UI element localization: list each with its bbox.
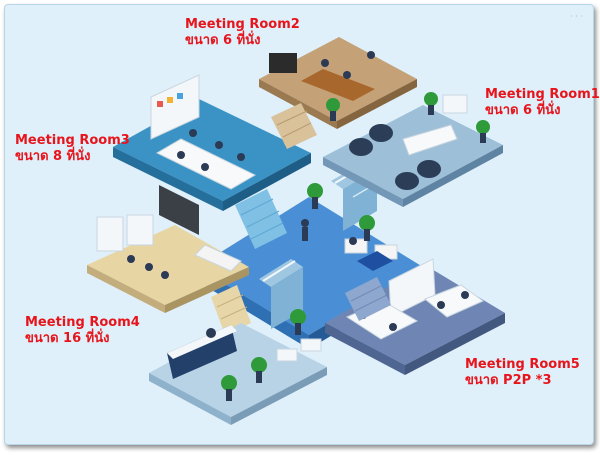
room3-floor (113, 74, 311, 211)
isometric-office-diagram (87, 37, 505, 425)
room5-name: Meeting Room5 (465, 357, 580, 372)
plant-icon (307, 183, 323, 209)
plant-icon (221, 375, 237, 401)
room4-capacity: ขนาด 16 ที่นั่ง (25, 331, 110, 346)
watermark: · · · (570, 12, 583, 21)
room2-name: Meeting Room2 (185, 17, 300, 32)
room3-capacity: ขนาด 8 ที่นั่ง (15, 149, 91, 164)
room1-name: Meeting Room1 (485, 87, 600, 102)
room5-label: Meeting Room5 ขนาด P2P *3 (465, 357, 580, 389)
room5-capacity: ขนาด P2P *3 (465, 373, 552, 388)
plant-icon (476, 120, 490, 143)
stairs-room4 (211, 285, 251, 335)
room4-label: Meeting Room4 ขนาด 16 ที่นั่ง (25, 315, 140, 347)
room1-label: Meeting Room1 ขนาด 6 ที่นั่ง (485, 87, 600, 119)
room4-floor (87, 185, 249, 313)
stairs-room3 (235, 189, 287, 249)
room1-floor (323, 94, 503, 207)
room2-capacity: ขนาด 6 ที่นั่ง (185, 33, 261, 48)
room1-capacity: ขนาด 6 ที่นั่ง (485, 103, 561, 118)
plant-icon (424, 92, 438, 115)
reception-floor (149, 323, 327, 425)
stairs-room2 (271, 103, 317, 149)
room2-label: Meeting Room2 ขนาด 6 ที่นั่ง (185, 17, 300, 49)
room2-floor (259, 37, 417, 129)
room3-label: Meeting Room3 ขนาด 8 ที่นั่ง (15, 133, 130, 165)
plant-icon (251, 357, 267, 383)
room3-name: Meeting Room3 (15, 133, 130, 148)
floorplan-frame: · · · (4, 4, 600, 445)
room5-floor (325, 258, 505, 375)
plant-icon (326, 98, 340, 121)
plant-icon (290, 309, 306, 335)
plant-icon (359, 215, 375, 241)
stairs-room5 (345, 277, 391, 321)
lounge-area (301, 219, 398, 271)
room4-name: Meeting Room4 (25, 315, 140, 330)
